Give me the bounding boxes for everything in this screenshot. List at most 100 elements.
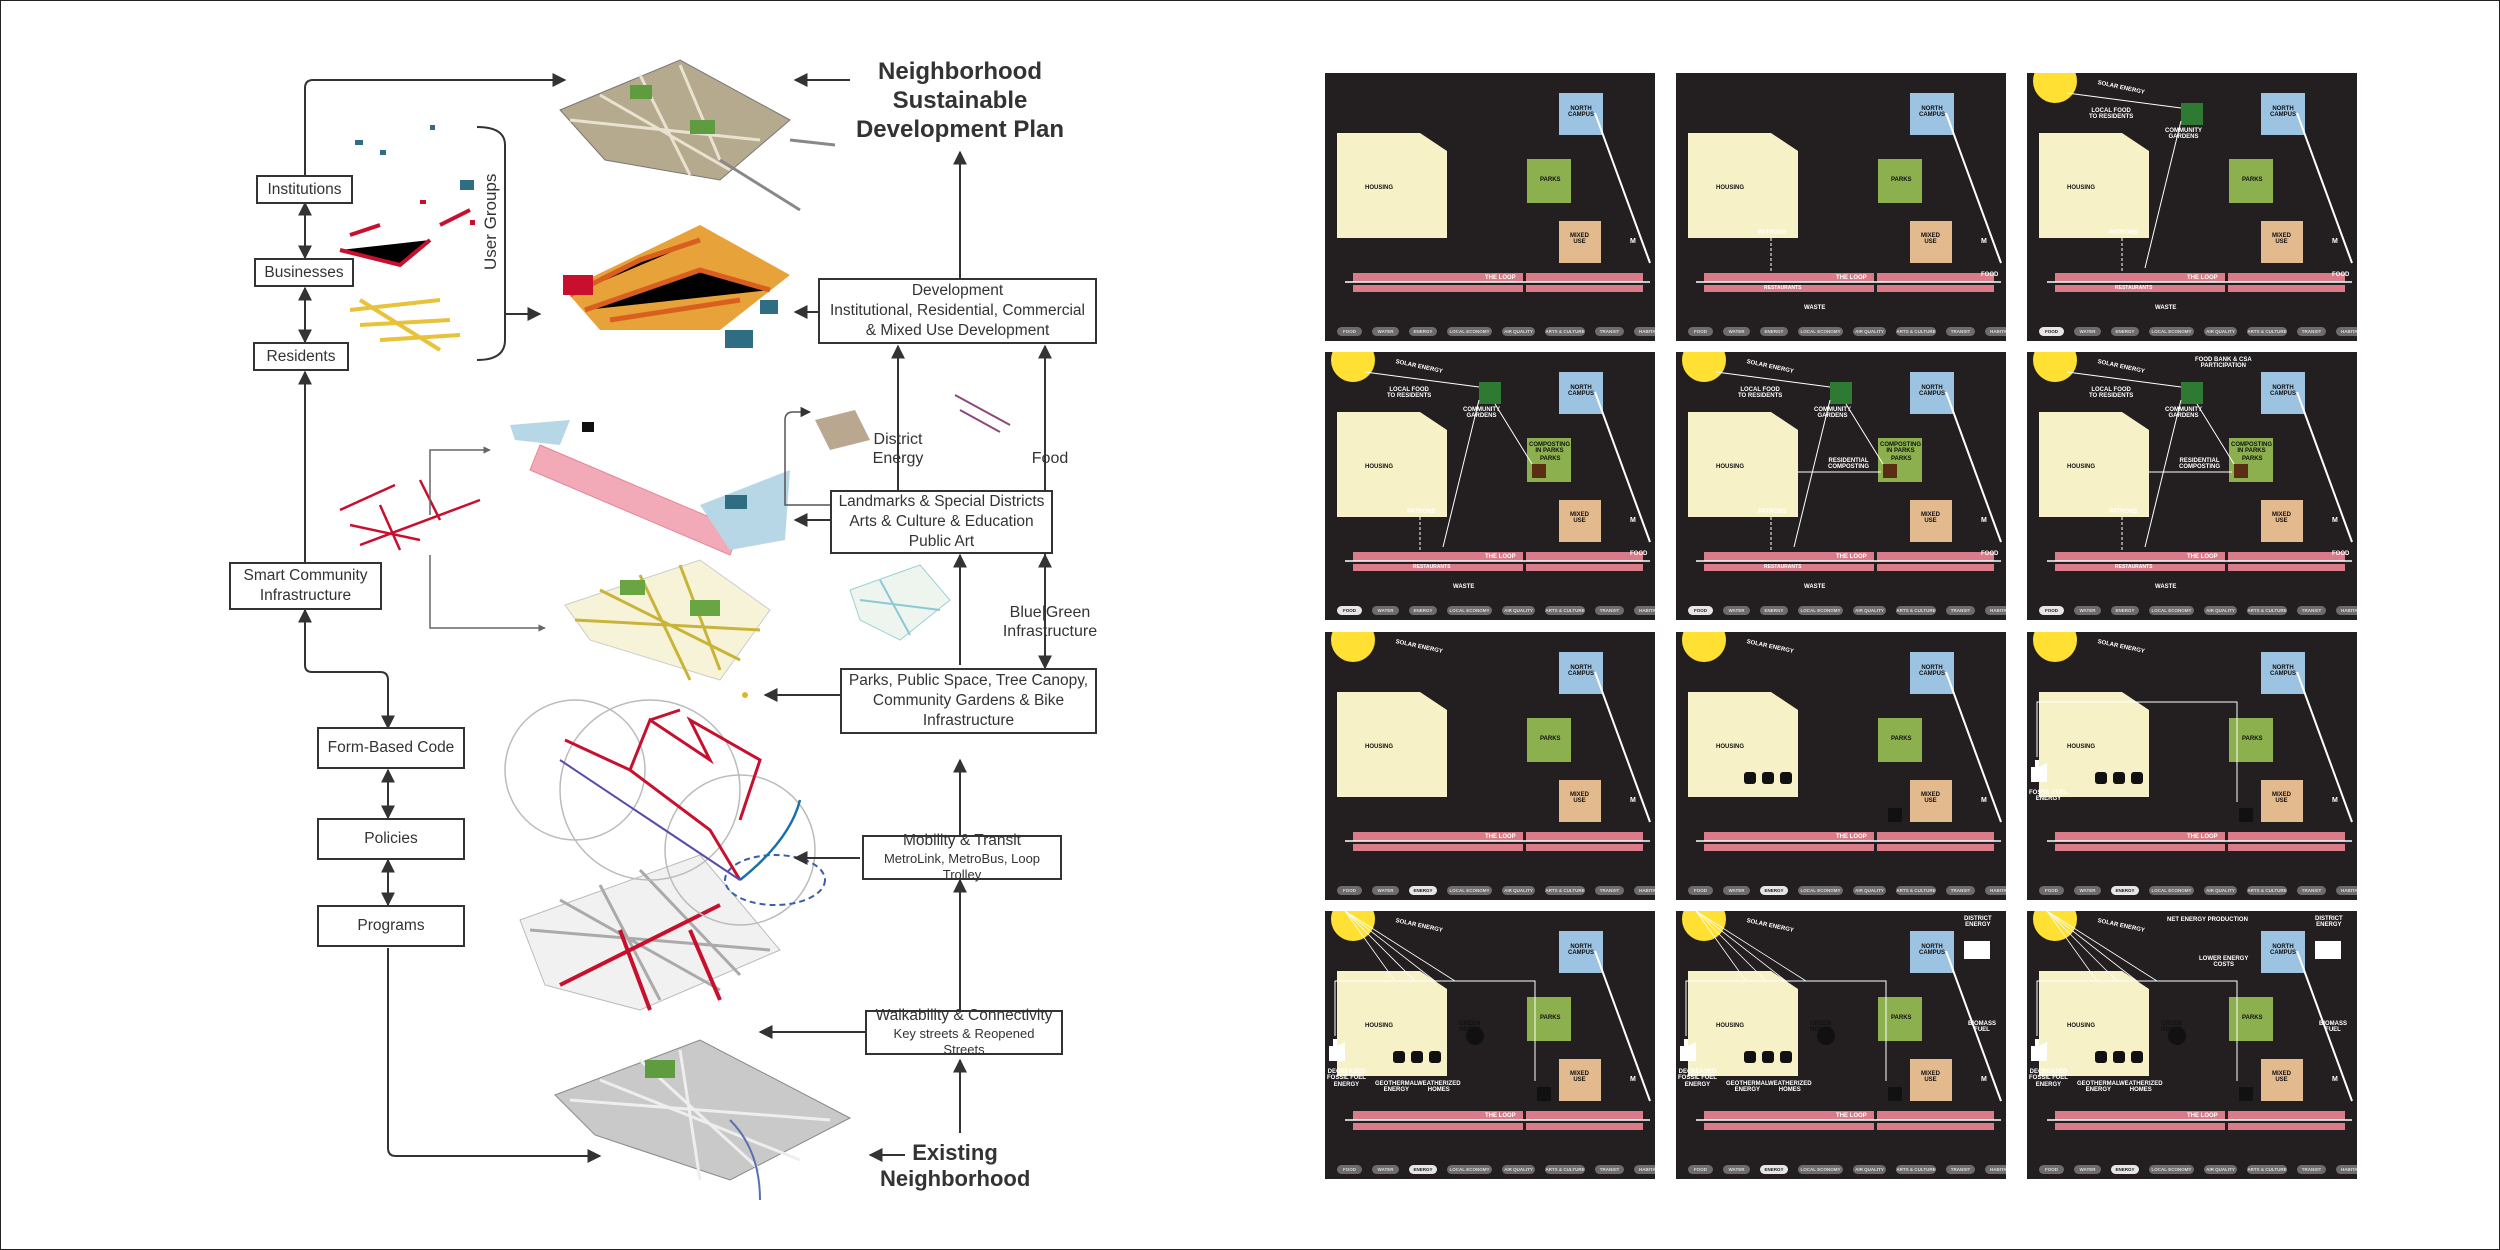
tab-food[interactable]: FOOD: [1688, 327, 1713, 336]
tab-water[interactable]: WATER: [2074, 886, 2101, 895]
tab-habitat[interactable]: HABITAT: [1985, 1165, 2006, 1174]
tab-transit[interactable]: TRANSIT: [1595, 1165, 1624, 1174]
tab-water[interactable]: WATER: [2074, 327, 2101, 336]
tab-air-quality[interactable]: AIR QUALITY: [1853, 1165, 1886, 1174]
tab-habitat[interactable]: HABITAT: [2336, 606, 2357, 615]
tab-air-quality[interactable]: AIR QUALITY: [2204, 1165, 2237, 1174]
tab-transit[interactable]: TRANSIT: [2297, 886, 2326, 895]
tab-food[interactable]: FOOD: [1337, 1165, 1362, 1174]
tab-local-economy[interactable]: LOCAL ECONOMY: [1447, 606, 1492, 615]
tab-habitat[interactable]: HABITAT: [2336, 1165, 2357, 1174]
tab-transit[interactable]: TRANSIT: [1595, 327, 1624, 336]
tab-habitat[interactable]: HABITAT: [1985, 327, 2006, 336]
tab-local-economy[interactable]: LOCAL ECONOMY: [1798, 1165, 1843, 1174]
tab-food[interactable]: FOOD: [1688, 1165, 1713, 1174]
tab-transit[interactable]: TRANSIT: [1946, 327, 1975, 336]
tab-arts-culture[interactable]: ARTS & CULTURE: [1896, 886, 1936, 895]
tab-air-quality[interactable]: AIR QUALITY: [1502, 886, 1535, 895]
tab-air-quality[interactable]: AIR QUALITY: [1853, 327, 1886, 336]
tab-energy[interactable]: ENERGY: [1409, 1165, 1437, 1174]
tab-habitat[interactable]: HABITAT: [1985, 606, 2006, 615]
tab-local-economy[interactable]: LOCAL ECONOMY: [1447, 886, 1492, 895]
tab-local-economy[interactable]: LOCAL ECONOMY: [1447, 327, 1492, 336]
tab-local-economy[interactable]: LOCAL ECONOMY: [1447, 1165, 1492, 1174]
tab-transit[interactable]: TRANSIT: [1595, 606, 1624, 615]
tab-air-quality[interactable]: AIR QUALITY: [1853, 606, 1886, 615]
tab-food[interactable]: FOOD: [2039, 886, 2064, 895]
tab-habitat[interactable]: HABITAT: [1634, 886, 1655, 895]
tab-water[interactable]: WATER: [1372, 1165, 1399, 1174]
tab-energy[interactable]: ENERGY: [2111, 327, 2139, 336]
tab-transit[interactable]: TRANSIT: [1595, 886, 1624, 895]
tab-water[interactable]: WATER: [1723, 327, 1750, 336]
community-garden-block: [1479, 382, 1501, 404]
tab-habitat[interactable]: HABITAT: [2336, 886, 2357, 895]
tab-local-economy[interactable]: LOCAL ECONOMY: [1798, 886, 1843, 895]
tab-air-quality[interactable]: AIR QUALITY: [2204, 886, 2237, 895]
tab-food[interactable]: FOOD: [2039, 327, 2064, 336]
tab-local-economy[interactable]: LOCAL ECONOMY: [2149, 886, 2194, 895]
tab-habitat[interactable]: HABITAT: [1634, 606, 1655, 615]
tab-water[interactable]: WATER: [1372, 327, 1399, 336]
tab-food[interactable]: FOOD: [1337, 886, 1362, 895]
tab-transit[interactable]: TRANSIT: [2297, 606, 2326, 615]
tab-arts-culture[interactable]: ARTS & CULTURE: [1545, 327, 1585, 336]
tab-local-economy[interactable]: LOCAL ECONOMY: [2149, 606, 2194, 615]
tab-energy[interactable]: ENERGY: [1760, 1165, 1788, 1174]
tab-air-quality[interactable]: AIR QUALITY: [1502, 1165, 1535, 1174]
tab-energy[interactable]: ENERGY: [1760, 327, 1788, 336]
tab-air-quality[interactable]: AIR QUALITY: [2204, 327, 2237, 336]
tab-water[interactable]: WATER: [1372, 886, 1399, 895]
tab-energy[interactable]: ENERGY: [1409, 886, 1437, 895]
tab-arts-culture[interactable]: ARTS & CULTURE: [1545, 1165, 1585, 1174]
tab-water[interactable]: WATER: [2074, 1165, 2101, 1174]
tab-water[interactable]: WATER: [1723, 606, 1750, 615]
tab-water[interactable]: WATER: [2074, 606, 2101, 615]
tab-water[interactable]: WATER: [1372, 606, 1399, 615]
tab-food[interactable]: FOOD: [1337, 327, 1362, 336]
tab-habitat[interactable]: HABITAT: [1985, 886, 2006, 895]
tab-energy[interactable]: ENERGY: [1760, 886, 1788, 895]
tab-energy[interactable]: ENERGY: [2111, 1165, 2139, 1174]
tab-arts-culture[interactable]: ARTS & CULTURE: [1896, 606, 1936, 615]
tab-habitat[interactable]: HABITAT: [1634, 1165, 1655, 1174]
tab-transit[interactable]: TRANSIT: [2297, 327, 2326, 336]
loop-band-1: [2055, 552, 2345, 561]
tab-transit[interactable]: TRANSIT: [1946, 606, 1975, 615]
tab-energy[interactable]: ENERGY: [2111, 886, 2139, 895]
tab-arts-culture[interactable]: ARTS & CULTURE: [1545, 886, 1585, 895]
tab-food[interactable]: FOOD: [2039, 1165, 2064, 1174]
tab-air-quality[interactable]: AIR QUALITY: [2204, 606, 2237, 615]
tab-local-economy[interactable]: LOCAL ECONOMY: [2149, 327, 2194, 336]
tab-transit[interactable]: TRANSIT: [1946, 1165, 1975, 1174]
waste-label: WASTE: [1804, 584, 1826, 590]
tab-food[interactable]: FOOD: [1688, 606, 1713, 615]
tab-arts-culture[interactable]: ARTS & CULTURE: [1545, 606, 1585, 615]
tab-air-quality[interactable]: AIR QUALITY: [1502, 606, 1535, 615]
tab-arts-culture[interactable]: ARTS & CULTURE: [2247, 886, 2287, 895]
tab-habitat[interactable]: HABITAT: [2336, 327, 2357, 336]
tab-food[interactable]: FOOD: [1337, 606, 1362, 615]
tab-energy[interactable]: ENERGY: [1409, 606, 1437, 615]
tab-arts-culture[interactable]: ARTS & CULTURE: [2247, 606, 2287, 615]
tab-food[interactable]: FOOD: [2039, 606, 2064, 615]
tab-food[interactable]: FOOD: [1688, 886, 1713, 895]
tab-local-economy[interactable]: LOCAL ECONOMY: [1798, 327, 1843, 336]
tab-arts-culture[interactable]: ARTS & CULTURE: [1896, 327, 1936, 336]
tab-water[interactable]: WATER: [1723, 886, 1750, 895]
tab-water[interactable]: WATER: [1723, 1165, 1750, 1174]
tab-energy[interactable]: ENERGY: [1409, 327, 1437, 336]
tab-air-quality[interactable]: AIR QUALITY: [1853, 886, 1886, 895]
tab-energy[interactable]: ENERGY: [2111, 606, 2139, 615]
tab-arts-culture[interactable]: ARTS & CULTURE: [2247, 1165, 2287, 1174]
tab-air-quality[interactable]: AIR QUALITY: [1502, 327, 1535, 336]
tab-arts-culture[interactable]: ARTS & CULTURE: [2247, 327, 2287, 336]
tab-local-economy[interactable]: LOCAL ECONOMY: [2149, 1165, 2194, 1174]
tab-transit[interactable]: TRANSIT: [2297, 1165, 2326, 1174]
tab-transit[interactable]: TRANSIT: [1946, 886, 1975, 895]
tab-arts-culture[interactable]: ARTS & CULTURE: [1896, 1165, 1936, 1174]
tab-habitat[interactable]: HABITAT: [1634, 327, 1655, 336]
tab-energy[interactable]: ENERGY: [1760, 606, 1788, 615]
tab-local-economy[interactable]: LOCAL ECONOMY: [1798, 606, 1843, 615]
